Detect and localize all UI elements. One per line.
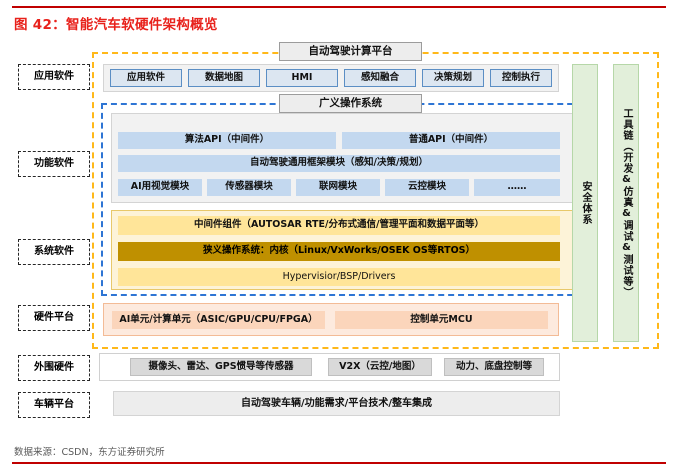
sidebar-item-hardware-platform[interactable]: 硬件平台 [18, 305, 90, 331]
sys-cell-middleware-components[interactable]: 中间件组件（AUTOSAR RTE/分布式通信/管理平面和数据平面等） [118, 216, 560, 235]
sidebar-item-label: 应用软件 [34, 71, 74, 83]
cell-label: AI单元/计算单元（ASIC/GPU/CPU/FPGA） [119, 313, 318, 325]
app-cell-control-execution[interactable]: 控制执行 [490, 69, 552, 87]
cell-label: 联网模块 [318, 181, 357, 193]
sidebar-item-label: 车辆平台 [34, 399, 74, 411]
periph-cell-sensors[interactable]: 摄像头、雷达、GPS惯导等传感器 [130, 358, 312, 376]
cell-label: 中间件组件（AUTOSAR RTE/分布式通信/管理平面和数据平面等） [194, 219, 484, 231]
sidebar-item-label: 外围硬件 [34, 362, 74, 374]
periph-cell-v2x[interactable]: V2X（云控/地图） [328, 358, 432, 376]
cell-label: 数据地图 [204, 71, 243, 83]
func-cell-cloud-control-module[interactable]: 云控模块 [385, 179, 469, 196]
cell-label: 传感器模块 [225, 181, 273, 193]
cell-label: 摄像头、雷达、GPS惯导等传感器 [148, 360, 294, 372]
cell-label: 控制执行 [501, 71, 540, 83]
sidebar-item-label: 功能软件 [34, 158, 74, 170]
sys-cell-os-kernel[interactable]: 狭义操作系统：内核（Linux/VxWorks/OSEK OS等RTOS） [118, 242, 560, 261]
bottom-divider-rule [12, 462, 666, 464]
cell-label: 决策规划 [433, 71, 472, 83]
vertical-column-toolchain[interactable]: 工具链（开发&仿真&调试&测试等） [613, 64, 639, 342]
top-divider-rule [12, 6, 666, 8]
cell-label: 动力、底盘控制等 [455, 360, 532, 372]
header-chip-compute-platform: 自动驾驶计算平台 [279, 42, 422, 61]
cell-label: HMI [291, 71, 313, 83]
sys-cell-hypervisor-bsp-drivers[interactable]: Hypervisior/BSP/Drivers [118, 268, 560, 286]
cell-label: 狭义操作系统：内核（Linux/VxWorks/OSEK OS等RTOS） [203, 245, 475, 257]
cell-label: 自动驾驶通用框架模块（感知/决策/规划） [250, 157, 428, 169]
func-cell-algorithm-api[interactable]: 算法API（中间件） [118, 132, 336, 149]
cell-label: 算法API（中间件） [184, 134, 270, 146]
sidebar-item-vehicle-platform[interactable]: 车辆平台 [18, 392, 90, 418]
hw-cell-ai-compute-unit[interactable]: AI单元/计算单元（ASIC/GPU/CPU/FPGA） [112, 311, 325, 329]
vehicle-platform-bar[interactable]: 自动驾驶车辆/功能需求/平台技术/整车集成 [113, 391, 560, 416]
vertical-column-label: 安全体系 [580, 181, 591, 225]
cell-label: 普通API（中间件） [408, 134, 494, 146]
header-chip-label: 自动驾驶计算平台 [308, 45, 393, 58]
header-chip-general-os: 广义操作系统 [279, 94, 422, 113]
func-cell-framework-module[interactable]: 自动驾驶通用框架模块（感知/决策/规划） [118, 155, 560, 172]
cell-label: AI用视觉模块 [130, 181, 190, 193]
hw-cell-control-unit-mcu[interactable]: 控制单元MCU [335, 311, 548, 329]
header-chip-label: 广义操作系统 [319, 97, 382, 110]
sidebar-item-functional-software[interactable]: 功能软件 [18, 151, 90, 177]
app-cell-decision-planning[interactable]: 决策规划 [422, 69, 484, 87]
app-cell-data-map[interactable]: 数据地图 [188, 69, 260, 87]
cell-label: Hypervisior/BSP/Drivers [282, 270, 396, 282]
cell-label: …… [507, 181, 527, 193]
func-cell-more-ellipsis[interactable]: …… [474, 179, 560, 196]
cell-label: 控制单元MCU [410, 313, 473, 325]
sidebar-item-label: 系统软件 [34, 246, 74, 258]
vertical-column-label: 工具链（开发&仿真&调试&测试等） [621, 108, 632, 298]
page-title: 图 42：智能汽车软硬件架构概览 [14, 17, 218, 33]
periph-cell-powertrain-chassis[interactable]: 动力、底盘控制等 [444, 358, 544, 376]
cell-label: 云控模块 [407, 181, 446, 193]
app-cell-perception-fusion[interactable]: 感知融合 [344, 69, 416, 87]
cell-label: 应用软件 [126, 71, 165, 83]
cell-label: 感知融合 [360, 71, 399, 83]
cell-label: V2X（云控/地图） [339, 360, 421, 372]
func-cell-general-api[interactable]: 普通API（中间件） [342, 132, 560, 149]
func-cell-sensor-module[interactable]: 传感器模块 [207, 179, 291, 196]
sidebar-item-peripheral-hardware[interactable]: 外围硬件 [18, 355, 90, 381]
app-cell-application-software[interactable]: 应用软件 [110, 69, 182, 87]
sidebar-item-system-software[interactable]: 系统软件 [18, 239, 90, 265]
sidebar-item-label: 硬件平台 [34, 312, 74, 324]
func-cell-network-module[interactable]: 联网模块 [296, 179, 380, 196]
cell-label: 自动驾驶车辆/功能需求/平台技术/整车集成 [241, 397, 432, 409]
sidebar-item-application-software[interactable]: 应用软件 [18, 64, 90, 90]
app-cell-hmi[interactable]: HMI [266, 69, 338, 87]
vertical-column-safety-system[interactable]: 安全体系 [572, 64, 598, 342]
func-cell-ai-vision-module[interactable]: AI用视觉模块 [118, 179, 202, 196]
source-note: 数据来源：CSDN，东方证券研究所 [14, 447, 165, 458]
